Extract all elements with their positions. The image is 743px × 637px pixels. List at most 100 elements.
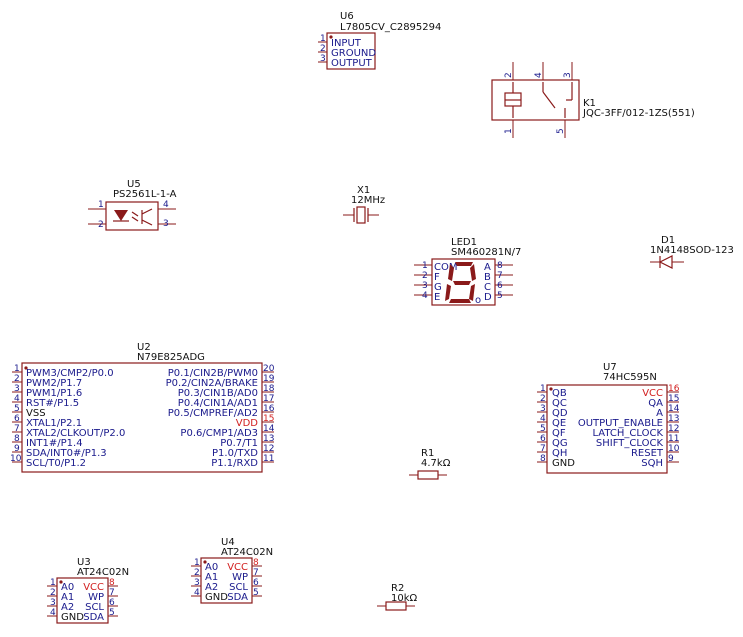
u3-body [56, 577, 109, 624]
u3-pin-name: SDA [83, 612, 104, 623]
u2-pin-name: P0.4/CIN1A/AD1 [178, 398, 258, 409]
u7-pin-name: QA [648, 398, 663, 409]
component-u5[interactable]: U5 PS2561L-1-A 1 2 3 4 [88, 179, 177, 231]
u7-pin-name: QH [552, 448, 567, 459]
u2-pin-name: P1.1/RXD [211, 458, 258, 469]
component-r1[interactable]: R1 4.7kΩ [409, 448, 451, 480]
u2-pin-number: 12 [263, 444, 274, 454]
u2-pin-name: P0.7/T1 [220, 438, 258, 449]
u4-body [200, 557, 253, 604]
component-u3[interactable]: U3 AT24C02N 1 2 3 4 A0 A1 A2 GND 8 7 6 5… [47, 557, 129, 624]
component-x1[interactable]: X1 12MHz [343, 185, 385, 224]
u6-pin-name: GROUND [331, 48, 376, 59]
u4-pin-name: A1 [205, 572, 218, 583]
u3-pin-name: VCC [83, 582, 104, 593]
u7-pin-name: SHIFT_CLOCK [596, 438, 664, 449]
u7-pin-name: QB [552, 388, 567, 399]
component-u2[interactable]: U2 N79E825ADG 1 2 3 4 5 6 7 8 9 10 PWM3/… [10, 342, 275, 473]
u5-pin-number: 1 [98, 200, 104, 210]
u2-pin-number: 15 [263, 414, 274, 424]
diode-icon [650, 255, 684, 269]
u4-pin-number: 7 [253, 568, 259, 578]
u4-pin-name: VCC [227, 562, 248, 573]
u7-pin-number: 7 [540, 444, 546, 454]
led1-pin-number: 1 [422, 261, 428, 271]
u3-pin-number: 4 [50, 608, 56, 618]
u2-pin-name: SDA/INT0#/P1.3 [26, 448, 107, 459]
led1-pin-number: 6 [497, 281, 503, 291]
u7-designator: U7 [603, 362, 617, 373]
led1-pin-name: E [434, 292, 440, 303]
u2-pin-name: XTAL2/CLKOUT/P2.0 [26, 428, 125, 439]
u2-pin-name: PWM1/P1.6 [26, 388, 82, 399]
u7-value: 74HC595N [603, 372, 657, 383]
u2-pin-number: 9 [14, 444, 20, 454]
u6-pin-number: 1 [320, 34, 326, 44]
u7-pin-number: 6 [540, 434, 546, 444]
component-u4[interactable]: U4 AT24C02N 1 2 3 4 A0 A1 A2 GND 8 7 6 5… [191, 537, 273, 604]
u2-pin-number: 17 [263, 394, 274, 404]
u7-pin-number: 8 [540, 454, 546, 464]
u4-pin-name: A0 [205, 562, 218, 573]
u7-pin-number: 11 [668, 434, 679, 444]
u2-pin-name: P0.5/CMPREF/AD2 [168, 408, 258, 419]
component-led1[interactable]: LED1 SM460281N/7 1 2 3 4 COM F G E 8 7 6… [414, 237, 521, 306]
u5-body [105, 201, 159, 231]
u6-pin1-marker [329, 35, 333, 39]
u2-pin-number: 5 [14, 404, 20, 414]
led1-designator: LED1 [451, 237, 477, 248]
u2-pin-number: 19 [263, 374, 275, 384]
u2-pin-number: 14 [263, 424, 275, 434]
u2-pin-number: 1 [14, 364, 20, 374]
u2-pin-name: VSS [26, 408, 46, 419]
u7-pin-number: 14 [668, 404, 680, 414]
u3-pin-number: 8 [109, 578, 115, 588]
u3-pin-number: 6 [109, 598, 115, 608]
k1-value: JQC-3FF/012-1ZS(551) [582, 108, 695, 119]
component-k1[interactable]: 2 4 3 1 5 K1 JQC-3FF/012-1ZS(551) [491, 62, 695, 138]
u2-pin-number: 13 [263, 434, 274, 444]
led1-pin-number: 3 [422, 281, 428, 291]
k1-pin-number: 3 [563, 72, 573, 78]
component-d1[interactable]: D1 1N4148SOD-123 [650, 235, 734, 269]
u3-pin-number: 3 [50, 598, 56, 608]
led1-dp-label: o [475, 295, 481, 306]
u2-pin-name: VDD [236, 418, 259, 429]
u4-pin-name: SCL [229, 582, 248, 593]
u2-pin-number: 20 [263, 364, 275, 374]
u2-pin-number: 16 [263, 404, 275, 414]
u7-pin-name: RESET [631, 448, 664, 459]
r1-value: 4.7kΩ [421, 458, 451, 469]
u2-pin-name: P0.6/CMP1/AD3 [180, 428, 258, 439]
u7-body [546, 384, 668, 474]
u2-pin-number: 11 [263, 454, 274, 464]
u7-pin-name: QG [552, 438, 568, 449]
u6-pin-name: OUTPUT [331, 58, 373, 69]
u2-pin-number: 3 [14, 384, 20, 394]
u4-pin-name: SDA [227, 592, 248, 603]
u2-pin-name: P0.1/CIN2B/PWM0 [168, 368, 258, 379]
led1-pin-number: 2 [422, 271, 428, 281]
u2-pin-number: 6 [14, 414, 20, 424]
u7-pin-name: OUTPUT_ENABLE [578, 418, 663, 429]
component-u7[interactable]: U7 74HC595N 1 2 3 4 5 6 7 8 QB QC QD QE … [537, 362, 680, 474]
u3-pin-name: WP [88, 592, 104, 603]
u7-pin-name: GND [552, 458, 575, 469]
r2-designator: R2 [391, 583, 404, 594]
u6-designator: U6 [340, 11, 354, 22]
u2-pin-name: INT1#/P1.4 [26, 438, 83, 449]
u4-pin-number: 2 [194, 568, 200, 578]
u7-pin-number: 16 [668, 384, 680, 394]
u4-pin-number: 4 [194, 588, 200, 598]
component-r2[interactable]: R2 10kΩ [377, 583, 418, 611]
u7-pin-name: QC [552, 398, 567, 409]
u5-value: PS2561L-1-A [113, 189, 177, 200]
led1-pin-number: 5 [497, 291, 503, 301]
component-u6[interactable]: U6 L7805CV_C2895294 1 2 3 INPUT GROUND O… [318, 11, 441, 70]
u6-value: L7805CV_C2895294 [340, 22, 441, 33]
u7-pin-number: 15 [668, 394, 679, 404]
u7-pin-name: QE [552, 418, 566, 429]
u7-pin1-marker [549, 387, 553, 391]
r2-value: 10kΩ [391, 593, 418, 604]
led1-pin-name: COM [434, 262, 457, 273]
